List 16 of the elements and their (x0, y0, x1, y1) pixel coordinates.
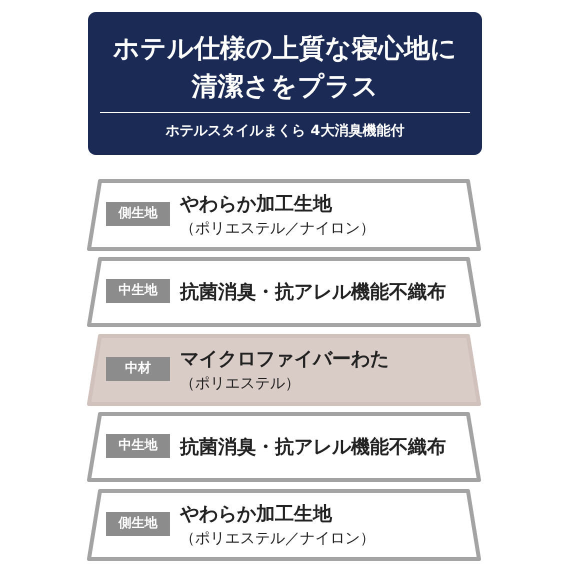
material-detail: （ポリエステル／ナイロン） (180, 218, 376, 239)
layer-tag: 中生地 (106, 279, 170, 303)
material-name: 抗菌消臭・抗アレル機能不織布 (180, 435, 447, 460)
material-detail: （ポリエステル） (180, 373, 301, 394)
material-name: やわらか加工生地 (180, 502, 334, 527)
material-name: やわらか加工生地 (180, 192, 334, 217)
layer-tag: 中材 (106, 357, 170, 381)
material-detail: （ポリエステル／ナイロン） (180, 528, 376, 549)
header-panel (88, 12, 482, 155)
layer-tag: 側生地 (106, 512, 170, 536)
material-name: マイクロファイバーわた (180, 347, 390, 372)
subtitle: ホテルスタイルまくら 4大消臭機能付 (164, 122, 406, 140)
layer-tag: 側生地 (106, 202, 170, 226)
layer-tag: 中生地 (106, 434, 170, 458)
material-name: 抗菌消臭・抗アレル機能不織布 (180, 280, 447, 305)
title: ホテル仕様の上質な寝心地に清潔さをプラス (112, 33, 458, 104)
